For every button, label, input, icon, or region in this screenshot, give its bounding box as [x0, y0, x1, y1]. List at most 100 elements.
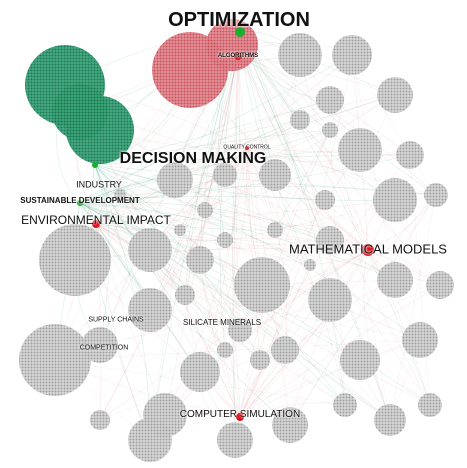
network-edge [237, 55, 437, 196]
label-optimization: OPTIMIZATION [168, 9, 310, 31]
network-edge [274, 224, 369, 251]
network-edge [95, 94, 396, 225]
network-edge [79, 202, 361, 361]
gray-cluster [180, 352, 220, 392]
network-edge [237, 55, 331, 241]
gray-cluster [426, 271, 454, 299]
network-edge [184, 294, 346, 406]
gray-cluster [340, 340, 380, 380]
gray-cluster [332, 35, 372, 75]
gray-cluster [278, 33, 322, 77]
gray-cluster [90, 410, 110, 430]
network-edge [274, 129, 331, 231]
network-edge [94, 164, 421, 341]
network-edge [95, 223, 311, 266]
network-edge [94, 164, 396, 281]
network-edge [237, 55, 431, 406]
red-hub-node [236, 413, 244, 421]
network-edge [233, 31, 241, 441]
gray-cluster [304, 259, 316, 271]
network-edge [289, 194, 437, 426]
gray-cluster [217, 342, 233, 358]
gray-cluster [315, 190, 335, 210]
network-edge [95, 174, 226, 225]
network-edge [99, 249, 369, 421]
label-environmental-impact: ENVIRONMENTAL IMPACT [21, 213, 171, 227]
gray-cluster [377, 77, 413, 113]
network-edge [99, 55, 239, 421]
gray-cluster [316, 226, 344, 254]
green-cluster [52, 84, 108, 140]
network-edge [79, 119, 301, 204]
gray-cluster [290, 110, 310, 130]
network-edge [95, 54, 353, 225]
network-edge [239, 199, 396, 418]
network-edge [179, 94, 396, 231]
network-edge [246, 147, 411, 156]
network-edge [94, 164, 291, 426]
network-edge [95, 129, 331, 225]
network-edge [95, 199, 396, 225]
label-sustainable-development: SUSTAINABLE DEVELOPMENT [20, 196, 140, 205]
network-edge [79, 54, 353, 204]
network-edge [94, 164, 346, 406]
green-hub-node [235, 27, 245, 37]
gray-cluster [128, 418, 172, 462]
gray-cluster [213, 163, 237, 187]
gray-cluster [271, 336, 299, 364]
gray-cluster [128, 228, 172, 272]
gray-cluster [424, 183, 448, 207]
label-supply-chains: SUPPLY CHAINS [88, 316, 144, 324]
network-edge [289, 194, 437, 426]
gray-cluster [197, 202, 213, 218]
green-hub-node [77, 200, 83, 206]
network-edge [179, 229, 369, 251]
gray-cluster [322, 122, 338, 138]
gray-cluster [396, 141, 424, 169]
network-edge [199, 55, 241, 373]
label-quality-control: QUALITY CONTROL [223, 144, 271, 151]
gray-cluster [175, 285, 195, 305]
network-edge [149, 55, 239, 311]
network-edge [237, 55, 441, 286]
network-edge [224, 149, 361, 351]
network-edge [204, 209, 391, 421]
gray-cluster [82, 327, 118, 363]
network-edge [237, 55, 263, 286]
gray-cluster [316, 86, 344, 114]
network-edge [204, 209, 241, 418]
network-edge [95, 119, 301, 225]
network-edge [204, 147, 248, 211]
network-edge [239, 31, 437, 196]
network-edge [224, 238, 369, 251]
label-mathematical-models: MATHEMATICAL MODELS [289, 241, 447, 257]
network-edge [199, 259, 241, 418]
gray-cluster [250, 350, 270, 370]
network-edge [239, 284, 441, 418]
network-edge [239, 279, 396, 418]
gray-cluster [157, 162, 193, 198]
network-edge [95, 223, 286, 351]
gray-cluster [333, 393, 357, 417]
network-edge [79, 202, 181, 231]
network-edge [237, 55, 411, 156]
network-edge [164, 249, 369, 416]
network-edge [94, 164, 276, 231]
gray-cluster [267, 222, 283, 238]
network-edge [351, 54, 396, 281]
gray-cluster [338, 128, 382, 172]
network-edge [79, 174, 226, 204]
network-edge [79, 129, 331, 204]
network-edge [179, 229, 241, 418]
network-edge [289, 249, 369, 426]
network-edge [164, 147, 248, 416]
green-hub-node [92, 162, 98, 168]
network-edge [199, 55, 239, 261]
network-edge [95, 99, 331, 225]
gray-cluster [308, 278, 352, 322]
network-edge [199, 129, 331, 373]
gray-cluster [418, 393, 442, 417]
gray-cluster [272, 407, 308, 443]
